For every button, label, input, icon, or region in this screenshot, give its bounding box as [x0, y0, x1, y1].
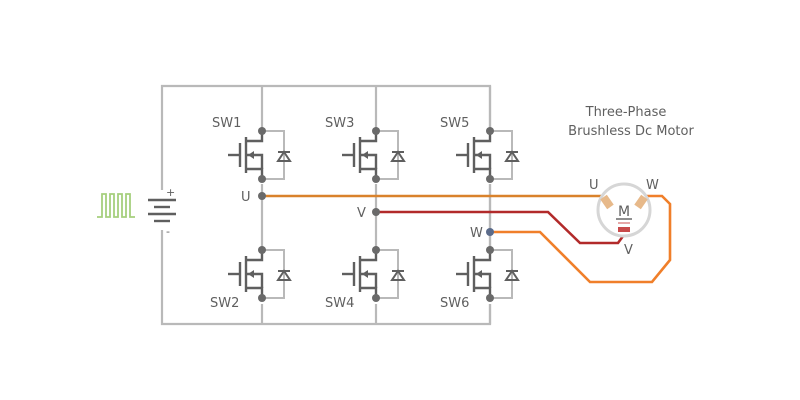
motor-symbol: M	[596, 182, 652, 238]
node-u-dot	[258, 192, 266, 200]
node-v-label: V	[357, 206, 366, 221]
motor-terminal-v-label: V	[624, 243, 633, 258]
motor-terminal-w	[634, 194, 648, 210]
switch-sw3: SW3	[325, 116, 406, 185]
switch-sw6: SW6	[440, 244, 520, 311]
switch-label: SW3	[325, 116, 354, 131]
switch-label: SW6	[440, 296, 469, 311]
pwm-signal-icon	[97, 193, 135, 218]
battery-plus-label: +	[166, 186, 175, 199]
switch-sw5: SW5	[440, 116, 520, 185]
node-w-dot	[486, 228, 494, 236]
motor-terminal-u-label: U	[589, 178, 599, 193]
motor-terminal-u	[600, 194, 614, 210]
node-v-dot	[372, 208, 380, 216]
motor-terminal-w-label: W	[646, 178, 659, 193]
motor-title-line2: Brushless Dc Motor	[568, 124, 694, 139]
switch-sw1: SW1	[212, 116, 292, 185]
switch-label: SW1	[212, 116, 241, 131]
motor-terminal-v	[618, 227, 630, 232]
switch-label: SW5	[440, 116, 469, 131]
switch-sw4: SW4	[325, 244, 406, 311]
switch-label: SW2	[210, 296, 239, 311]
battery-minus-label: -	[166, 225, 170, 238]
node-w-label: W	[470, 226, 483, 241]
phase-v-wire	[376, 210, 628, 245]
phase-w-wire	[490, 194, 672, 284]
switch-sw2: SW2	[210, 244, 292, 311]
node-u-label: U	[241, 190, 251, 205]
switch-label: SW4	[325, 296, 354, 311]
battery-symbol: + -	[148, 186, 176, 238]
motor-title-line1: Three-Phase	[585, 105, 667, 120]
motor-label: M	[618, 204, 630, 220]
